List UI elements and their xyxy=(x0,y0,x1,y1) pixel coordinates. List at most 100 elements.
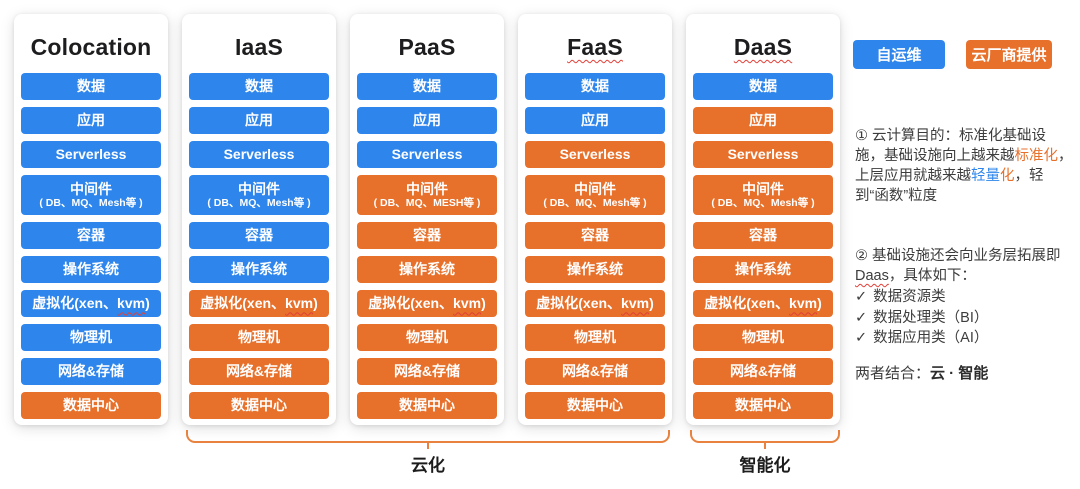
layer-row: 中间件( DB、MQ、Mesh等 ) xyxy=(693,175,833,215)
layer-row: 物理机 xyxy=(525,324,665,351)
layer-row: 网络&存储 xyxy=(189,358,329,385)
layer-label: Serverless xyxy=(559,146,631,163)
layer-row: 物理机 xyxy=(693,324,833,351)
checklist-item: ✓数据资源类 xyxy=(855,287,1075,308)
layer-label: 数据 xyxy=(749,78,777,95)
text-segment: 轻量 xyxy=(971,168,1000,184)
misspelled-word: FaaS xyxy=(567,34,623,60)
layer-row: 操作系统 xyxy=(525,256,665,283)
layer-label: 物理机 xyxy=(70,329,112,346)
layer-row: 容器 xyxy=(525,222,665,249)
layer-row: 数据中心 xyxy=(357,392,497,419)
layer-label: 网络&存储 xyxy=(393,363,461,380)
layer-label: 网络&存储 xyxy=(57,363,125,380)
misspelled-word: kvm xyxy=(621,295,650,312)
layer-row: 物理机 xyxy=(189,324,329,351)
layer-row: 容器 xyxy=(357,222,497,249)
check-icon: ✓ xyxy=(855,330,868,347)
brace-cloudification-label: 云化 xyxy=(411,456,445,475)
text-segment: ，具体如下： xyxy=(888,268,976,284)
layer-row: 网络&存储 xyxy=(693,358,833,385)
layer-row: Serverless xyxy=(525,141,665,168)
layer-sublabel: ( DB、MQ、Mesh等 ) xyxy=(543,197,647,210)
layer-label: 操作系统 xyxy=(63,261,119,278)
layer-row: 数据 xyxy=(525,73,665,100)
layer-label: 中间件 xyxy=(574,180,616,197)
layer-row: 数据 xyxy=(357,73,497,100)
layer-row: 数据 xyxy=(21,73,161,100)
checklist-item-label: 数据应用类（AI） xyxy=(873,330,989,347)
layer-label: 数据 xyxy=(413,78,441,95)
layer-row: 虚拟化(xen、kvm) xyxy=(21,290,161,317)
note-daas-expansion: ② 基础设施还会向业务层拓展即Daas，具体如下： ✓数据资源类✓数据处理类（B… xyxy=(855,246,1075,349)
brace-stem xyxy=(764,441,766,449)
brace-intelligentization: 智能化 xyxy=(690,430,840,475)
text-segment: ① 云计算目的：标准化基础设施，基础设施向上越来越 xyxy=(855,128,1047,164)
layer-row: 应用 xyxy=(21,107,161,134)
checklist-item: ✓数据处理类（BI） xyxy=(855,308,1075,329)
layer-row: 物理机 xyxy=(357,324,497,351)
misspelled-word: DaaS xyxy=(733,34,793,60)
check-icon: ✓ xyxy=(855,309,868,326)
layer-label: 物理机 xyxy=(574,329,616,346)
column-title: FaaS xyxy=(525,14,665,73)
text-segment: ，轻到“函数”粒度 xyxy=(855,168,1044,204)
service-column-paas: PaaS 数据应用 Serverless 中间件( DB、MQ、MESH等 ) 容器操作… xyxy=(350,14,504,425)
column-title: Colocation xyxy=(30,34,152,60)
footer-summary: 两者结合：云 · 智能 xyxy=(855,362,988,383)
layer-label: 中间件 xyxy=(238,180,280,197)
legend-self-operated-chip: 自运维 xyxy=(853,40,945,69)
layer-label: 容器 xyxy=(77,227,105,244)
layer-sublabel: ( DB、MQ、Mesh等 ) xyxy=(207,197,311,210)
layer-row: 操作系统 xyxy=(21,256,161,283)
layer-label: Serverless xyxy=(391,146,463,163)
layer-label: 应用 xyxy=(413,112,441,129)
layer-label: Serverless xyxy=(55,146,127,163)
layer-label: 数据中心 xyxy=(399,397,455,414)
layer-label: Serverless xyxy=(727,146,799,163)
layer-label: 操作系统 xyxy=(735,261,791,278)
text-segment: 两者结合： xyxy=(855,365,931,382)
layer-label: 容器 xyxy=(413,227,441,244)
layer-label: 容器 xyxy=(749,227,777,244)
layer-label: 操作系统 xyxy=(231,261,287,278)
layer-row: 应用 xyxy=(525,107,665,134)
layer-label: 数据 xyxy=(245,78,273,95)
layer-label: 数据中心 xyxy=(567,397,623,414)
layer-row: 数据中心 xyxy=(189,392,329,419)
layer-row: 虚拟化(xen、kvm) xyxy=(525,290,665,317)
brace-cloudification: 云化 xyxy=(186,430,670,475)
brace-intelligentization-label: 智能化 xyxy=(739,456,791,475)
layer-sublabel: ( DB、MQ、Mesh等 ) xyxy=(39,197,143,210)
text-segment: Daas xyxy=(855,268,889,284)
layer-label: 数据 xyxy=(581,78,609,95)
column-title: PaaS xyxy=(398,34,456,60)
legend: 自运维 云厂商提供 xyxy=(853,40,1052,69)
layer-row: 中间件( DB、MQ、MESH等 ) xyxy=(357,175,497,215)
checklist-item: ✓ 数据应用类（AI） xyxy=(855,328,1075,349)
layer-row: 虚拟化(xen、kvm) xyxy=(693,290,833,317)
layer-row: 数据中心 xyxy=(525,392,665,419)
note-cloud-computing-purpose: ① 云计算目的：标准化基础设施，基础设施向上越来越标准化，上层应用就越来越轻量化… xyxy=(855,126,1075,206)
layer-row: Serverless xyxy=(693,141,833,168)
layer-row: 数据 xyxy=(189,73,329,100)
layer-row: 网络&存储 xyxy=(21,358,161,385)
column-title: IaaS xyxy=(234,34,284,60)
layer-label: 应用 xyxy=(245,112,273,129)
layer-row: 操作系统 xyxy=(357,256,497,283)
layer-row: 中间件( DB、MQ、Mesh等 ) xyxy=(21,175,161,215)
layer-row: 操作系统 xyxy=(189,256,329,283)
layer-label: 物理机 xyxy=(238,329,280,346)
layer-label: 数据中心 xyxy=(63,397,119,414)
misspelled-word: kvm xyxy=(789,295,818,312)
layer-row: Serverless xyxy=(189,141,329,168)
layer-label: 数据中心 xyxy=(735,397,791,414)
layer-label: 中间件 xyxy=(70,180,112,197)
misspelled-word: kvm xyxy=(285,295,314,312)
layer-label: 应用 xyxy=(581,112,609,129)
layer-sublabel: ( DB、MQ、MESH等 ) xyxy=(373,197,481,210)
column-title: DaaS xyxy=(693,14,833,73)
layer-label: 网络&存储 xyxy=(729,363,797,380)
